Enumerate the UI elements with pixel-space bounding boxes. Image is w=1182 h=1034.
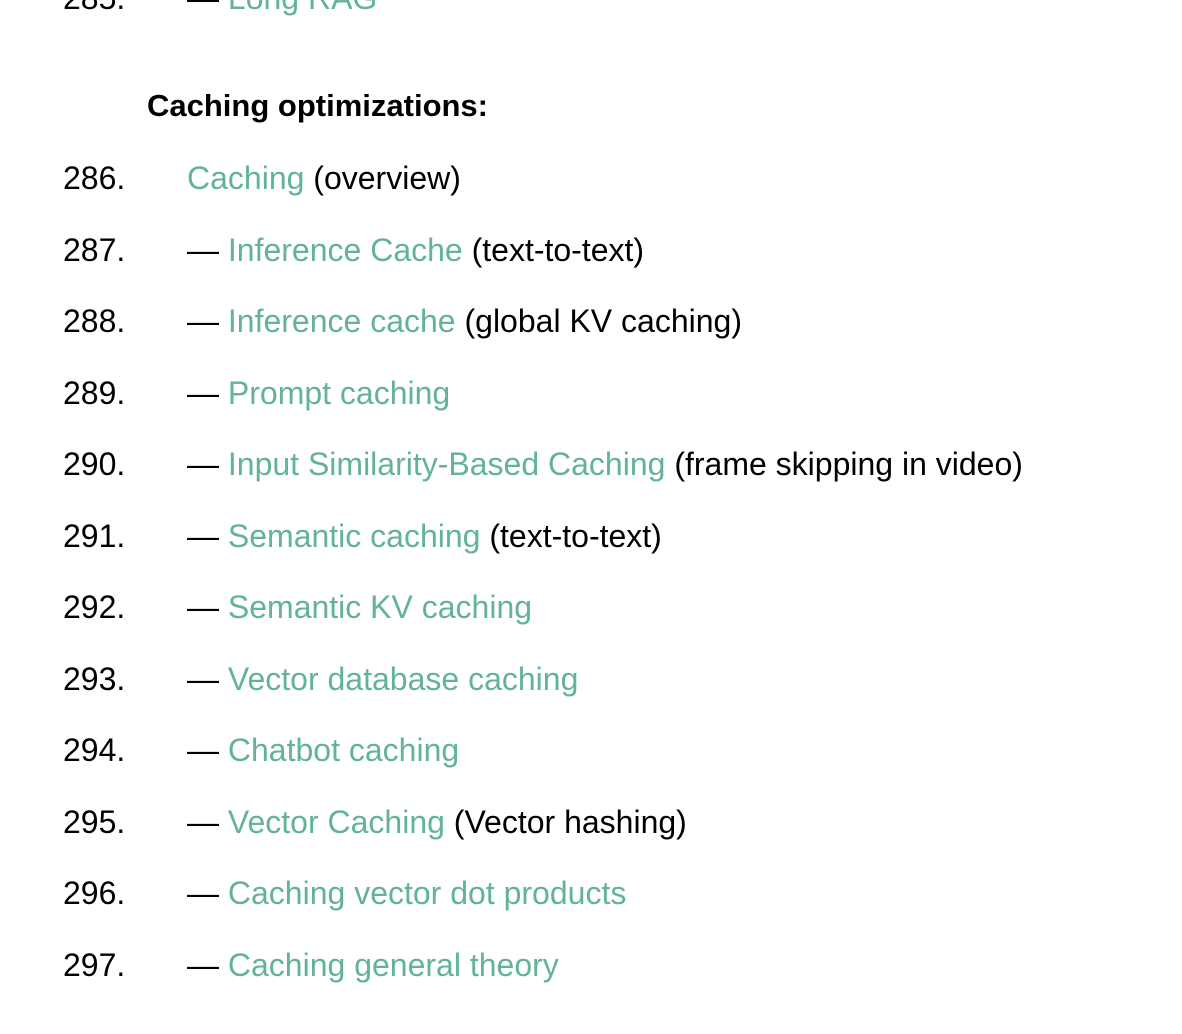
item-link[interactable]: Inference Cache: [227, 231, 463, 268]
item-link[interactable]: Inference cache: [227, 303, 456, 339]
item-number: 296.: [63, 875, 126, 911]
item-link[interactable]: Caching vector dot products: [227, 875, 627, 911]
item-link[interactable]: Semantic KV caching: [227, 589, 533, 625]
item-prefix: —: [187, 660, 228, 697]
item-number: 293.: [63, 660, 126, 697]
item-prefix: —: [187, 803, 228, 840]
item-link[interactable]: Prompt caching: [227, 374, 451, 411]
item-prefix: —: [187, 517, 228, 554]
section-heading: Caching optimizations:: [147, 88, 488, 123]
item-link[interactable]: Chatbot caching: [227, 732, 460, 768]
item-prefix: —: [187, 0, 228, 16]
item-prefix: —: [187, 589, 228, 625]
item-link[interactable]: Vector Caching: [227, 803, 445, 840]
item-number: 287.: [63, 231, 126, 268]
item-number: 295.: [63, 803, 126, 840]
item-number: 290.: [63, 446, 126, 482]
item-number: 286.: [63, 160, 126, 196]
item-link[interactable]: Vector database caching: [227, 660, 579, 697]
item-prefix: —: [187, 446, 228, 482]
item-suffix: (global KV caching): [455, 303, 742, 339]
item-link[interactable]: Semantic caching: [227, 517, 481, 554]
item-prefix: —: [187, 374, 228, 411]
item-suffix: (text-to-text): [480, 517, 662, 554]
item-link[interactable]: Caching general theory: [227, 946, 559, 983]
item-number: 294.: [63, 732, 126, 768]
item-suffix: (text-to-text): [462, 231, 645, 268]
item-prefix: —: [187, 946, 228, 983]
item-prefix: —: [187, 303, 228, 339]
item-suffix: (overview): [304, 160, 461, 196]
item-prefix: —: [187, 231, 228, 268]
item-prefix: —: [187, 875, 228, 911]
item-prefix: —: [187, 732, 228, 768]
item-suffix: (frame skipping in video): [665, 446, 1023, 482]
item-number: 297.: [63, 946, 126, 983]
item-link[interactable]: Input Similarity-Based Caching: [227, 446, 666, 482]
item-number: 288.: [63, 303, 126, 339]
item-link[interactable]: Caching: [187, 160, 305, 196]
item-link[interactable]: Long RAG: [228, 0, 377, 16]
item-number: 291.: [63, 517, 126, 554]
item-number: 285.: [63, 0, 125, 18]
item-number: 289.: [63, 374, 126, 411]
item-suffix: (Vector hashing): [444, 803, 687, 840]
item-number: 292.: [63, 589, 126, 625]
